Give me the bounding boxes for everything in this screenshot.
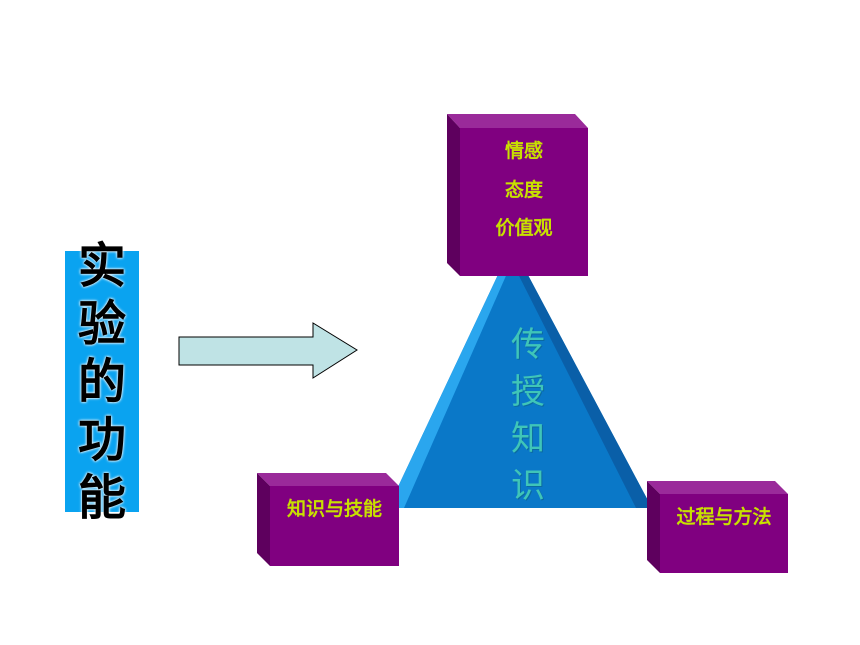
top-box-line-2: 态度	[504, 179, 543, 201]
title-char: 能	[77, 469, 126, 526]
top-box-line-1: 情感	[504, 140, 543, 162]
left-box	[257, 473, 399, 566]
title-char: 验	[77, 295, 126, 352]
center-char: 授	[511, 372, 545, 412]
right-box-front-face	[660, 494, 788, 573]
right-box-side-face	[647, 481, 660, 573]
right-box	[647, 481, 788, 573]
triangle-shape	[388, 245, 652, 508]
right-box-top-face	[647, 481, 788, 494]
center-char: 传	[511, 325, 545, 365]
left-box-top-face	[257, 473, 399, 486]
top-box-side-face	[447, 114, 460, 276]
arrow-right	[178, 322, 358, 379]
title-char: 功	[77, 411, 126, 468]
left-box-side-face	[257, 473, 270, 566]
triangle-facet-right	[512, 245, 652, 508]
right-box-label: 过程与方法	[676, 506, 772, 528]
title-char: 的	[77, 353, 126, 410]
top-box-front-face	[460, 128, 588, 276]
top-box-line-3: 价值观	[495, 217, 553, 239]
triangle-facet-left	[388, 245, 512, 508]
left-box-front-face	[270, 486, 399, 566]
top-box-top-face	[447, 114, 588, 128]
title-char: 实	[77, 237, 126, 294]
top-box	[447, 114, 588, 276]
left-box-label: 知识与技能	[286, 498, 382, 520]
center-char: 知	[511, 419, 545, 459]
triangle-center-text: 传 授 知 识	[498, 322, 558, 510]
center-char: 识	[511, 466, 545, 506]
vertical-title: 实 验 的 功 能	[65, 238, 139, 526]
